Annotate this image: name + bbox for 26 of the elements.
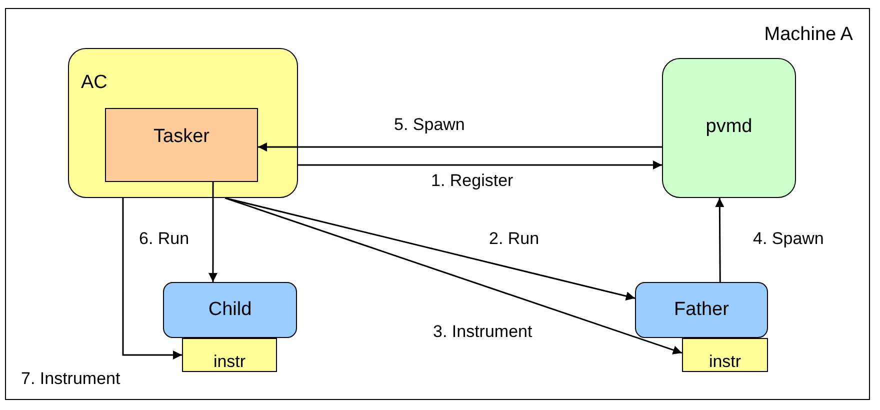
arrow [298, 160, 662, 170]
edge-label: 1. Register [430, 171, 514, 191]
machine-frame [5, 8, 870, 400]
edge-label: 4. Spawn [752, 229, 825, 249]
node-label: Machine A [764, 23, 853, 47]
node-label: instr [708, 352, 742, 371]
arrow [208, 182, 218, 282]
process-box [635, 282, 768, 338]
node-label: Tasker [152, 125, 210, 149]
edge-label: 5. Spawn [393, 115, 466, 135]
arrow [224, 197, 636, 300]
node-label: AC [81, 71, 108, 95]
instrument-box [682, 338, 768, 372]
node-label: pvmd [704, 115, 754, 139]
arrow [258, 142, 662, 152]
arrow [715, 198, 724, 282]
daemon-box [662, 58, 796, 198]
process-box [163, 282, 297, 338]
node-label: instr [212, 352, 247, 371]
instrument-box [182, 338, 277, 372]
arrow [122, 198, 182, 360]
node-label: Father [673, 298, 730, 322]
component-box [68, 48, 298, 198]
arrow [224, 197, 682, 354]
node-label: Child [207, 298, 253, 322]
process-box [105, 108, 258, 182]
